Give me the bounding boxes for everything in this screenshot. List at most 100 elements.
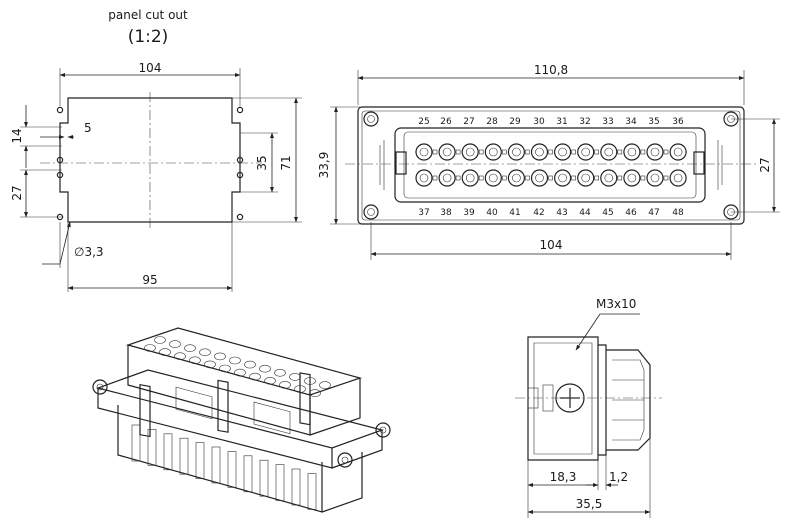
contact-marker-40 (501, 175, 507, 181)
contact-34 (623, 143, 641, 161)
contact-marker-47 (663, 175, 669, 181)
pin-label-36: 36 (672, 117, 684, 127)
housing-frame (357, 106, 745, 225)
contact-43 (553, 169, 572, 187)
contact-35 (646, 143, 664, 161)
pin-label-47: 47 (648, 208, 659, 218)
pin-label-27: 27 (463, 117, 474, 127)
contact-socket-42 (535, 173, 544, 183)
iso-contact (229, 356, 241, 365)
contact-marker-26 (455, 149, 461, 155)
contact-socket-33 (604, 147, 614, 157)
fin (259, 459, 269, 497)
contact-27 (461, 143, 479, 161)
dim-cutout-left-small: 5 (84, 121, 92, 135)
pin-label-31: 31 (556, 117, 567, 127)
contact-30 (530, 143, 549, 161)
iso-contact (199, 348, 211, 357)
iso-contact (219, 364, 231, 373)
contact-44 (577, 169, 595, 187)
contact-marker-38 (455, 175, 461, 181)
dim-cutout-width-bottom: 95 (142, 273, 157, 287)
contact-socket-46 (627, 173, 637, 183)
contact-marker-39 (478, 175, 484, 181)
contact-socket-35 (650, 147, 660, 157)
dim-front-width-holes: 104 (540, 238, 563, 252)
insert-contacts (144, 336, 331, 397)
contact-marker-41 (525, 175, 530, 181)
contact-marker-45 (617, 175, 623, 181)
pin-label-37: 37 (418, 208, 429, 218)
contact-socket-28 (488, 147, 498, 157)
contact-socket-41 (512, 173, 521, 183)
contact-marker-29 (525, 149, 530, 155)
dim-front-width-overall: 110,8 (534, 63, 568, 77)
contact-socket-30 (535, 147, 544, 157)
contact-socket-37 (419, 173, 429, 183)
pin-label-44: 44 (579, 208, 591, 218)
contact-socket-38 (442, 173, 452, 183)
iso-contact (244, 360, 256, 369)
fin (147, 429, 157, 466)
contact-socket-36 (673, 147, 683, 157)
dim-side-depth-a: 18,3 (550, 470, 577, 484)
pin-label-25: 25 (418, 117, 429, 127)
fin (291, 468, 301, 506)
front-view: 25 26 27 28 29 30 31 32 33 34 35 36 37 3… (317, 63, 780, 260)
contact-row-bottom (415, 169, 687, 187)
contact-29 (507, 143, 526, 161)
contact-45 (600, 169, 618, 187)
contact-socket-40 (488, 173, 498, 183)
contact-socket-39 (465, 173, 475, 183)
contact-41 (507, 169, 526, 187)
dim-side-depth-total: 35,5 (576, 497, 603, 511)
iso-contact (249, 372, 261, 381)
pin-label-43: 43 (556, 208, 567, 218)
dim-front-height-right: 27 (758, 157, 772, 172)
contact-31 (553, 143, 572, 161)
iso-contact (159, 348, 171, 356)
pin-label-39: 39 (463, 208, 475, 218)
pin-label-40: 40 (486, 208, 498, 218)
pin-label-34: 34 (625, 117, 637, 127)
contact-40 (484, 169, 502, 187)
pin-label-41: 41 (509, 208, 520, 218)
contact-socket-32 (581, 147, 591, 157)
pin-labels-top: 25 26 27 28 29 30 31 32 33 34 35 36 (418, 117, 684, 127)
dim-side-depth-b: 1,2 (609, 470, 628, 484)
contact-32 (577, 143, 595, 161)
contact-marker-28 (501, 149, 507, 155)
iso-contact (319, 381, 331, 389)
dim-cutout-hole: ∅3,3 (74, 245, 104, 259)
contact-48 (669, 169, 687, 187)
fin (275, 464, 285, 501)
contact-marker-27 (478, 149, 484, 155)
iso-contact (259, 364, 271, 373)
side-view: M3x10 18,3 1,2 35,5 (515, 297, 662, 518)
pin-label-46: 46 (625, 208, 637, 218)
contact-socket-45 (604, 173, 614, 183)
pin-label-33: 33 (602, 117, 613, 127)
fin (227, 451, 237, 488)
fin (195, 442, 205, 479)
pin-label-29: 29 (509, 117, 521, 127)
pin-label-48: 48 (672, 208, 684, 218)
fin (211, 446, 221, 484)
contact-marker-25 (432, 149, 438, 155)
pin-label-26: 26 (440, 117, 452, 127)
contact-38 (438, 169, 456, 187)
dim-front-height-left: 33,9 (317, 152, 331, 179)
contact-socket-29 (512, 147, 521, 157)
pin-labels-bottom: 37 38 39 40 41 42 43 44 45 46 47 48 (418, 208, 684, 218)
contact-marker-34 (640, 149, 646, 155)
iso-contact (189, 356, 201, 365)
fin (179, 437, 189, 475)
pin-label-32: 32 (579, 117, 590, 127)
contact-47 (646, 169, 664, 187)
fin (243, 455, 253, 493)
panel-cutout-view: panel cut out (1:2) 104 95 (10, 8, 302, 292)
iso-contact (274, 368, 286, 377)
contact-row-top (415, 143, 687, 161)
contact-insert (394, 127, 706, 203)
contact-socket-48 (673, 173, 683, 183)
